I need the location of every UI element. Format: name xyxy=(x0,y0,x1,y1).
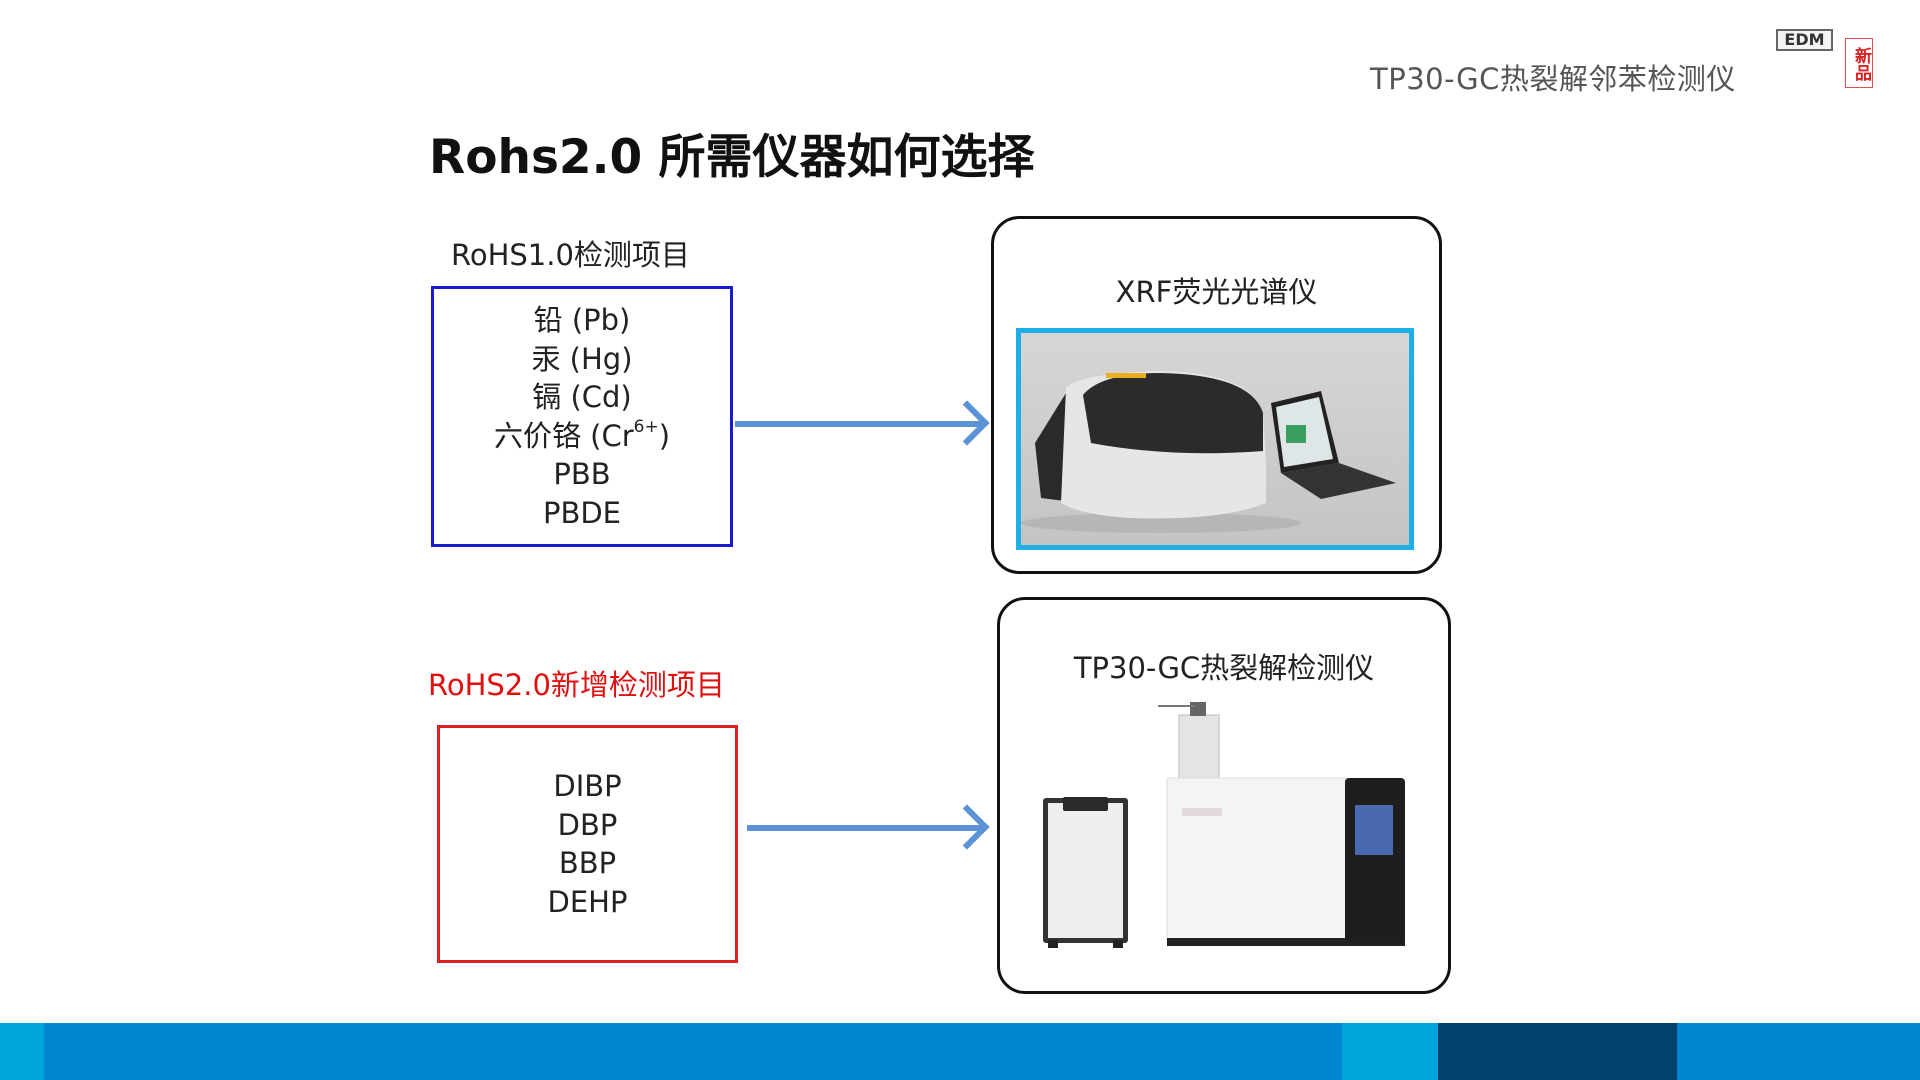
rohs2-item: DIBP xyxy=(553,769,622,803)
rohs1-item: 铅 (Pb) xyxy=(533,303,631,337)
xrf-instrument-image xyxy=(1016,328,1414,550)
rohs2-item: DBP xyxy=(557,807,618,842)
cr-superscript: 6+ xyxy=(633,416,659,437)
footer-segment xyxy=(0,1023,44,1080)
rohs1-label: RoHS1.0检测项目 xyxy=(451,238,690,272)
arrow-right-icon xyxy=(747,825,985,831)
slide-title: Rohs2.0 所需仪器如何选择 xyxy=(429,130,1035,185)
footer-segment xyxy=(1438,1023,1677,1080)
gc-title: TP30-GC热裂解检测仪 xyxy=(1073,651,1375,685)
rohs1-item: PBDE xyxy=(542,495,622,530)
gc-instrument-image xyxy=(1030,700,1420,960)
footer-segment xyxy=(1342,1023,1438,1080)
gc-instrument-icon xyxy=(1043,702,1405,948)
rohs2-label: RoHS2.0新增检测项目 xyxy=(428,668,725,702)
rohs2-item: DEHP xyxy=(547,884,628,919)
rohs1-items-box: 铅 (Pb) 汞 (Hg) 镉 (Cd) 六价铬 (Cr6+) PBB PBDE xyxy=(431,286,733,547)
product-title: TP30-GC热裂解邻苯检测仪 xyxy=(1370,62,1736,96)
new-product-stamp: 新品 xyxy=(1845,38,1873,88)
rohs1-item: 汞 (Hg) xyxy=(531,341,633,376)
footer-segment xyxy=(1677,1023,1920,1080)
xrf-title: XRF荧光光谱仪 xyxy=(1115,275,1318,309)
xrf-instrument-icon xyxy=(1021,371,1396,533)
rohs2-item: BBP xyxy=(558,846,617,880)
rohs1-item: 六价铬 (Cr6+) xyxy=(494,417,670,456)
rohs1-item: PBB xyxy=(553,457,611,491)
brand-logo: EDM xyxy=(1776,29,1833,51)
arrow-right-icon xyxy=(735,421,985,427)
cr-label: 六价铬 (Cr xyxy=(493,418,634,453)
footer-segment xyxy=(44,1023,1342,1080)
cr-close: ) xyxy=(658,418,671,453)
rohs1-item: 镉 (Cd) xyxy=(532,380,632,414)
rohs2-items-box: DIBP DBP BBP DEHP xyxy=(437,725,738,963)
